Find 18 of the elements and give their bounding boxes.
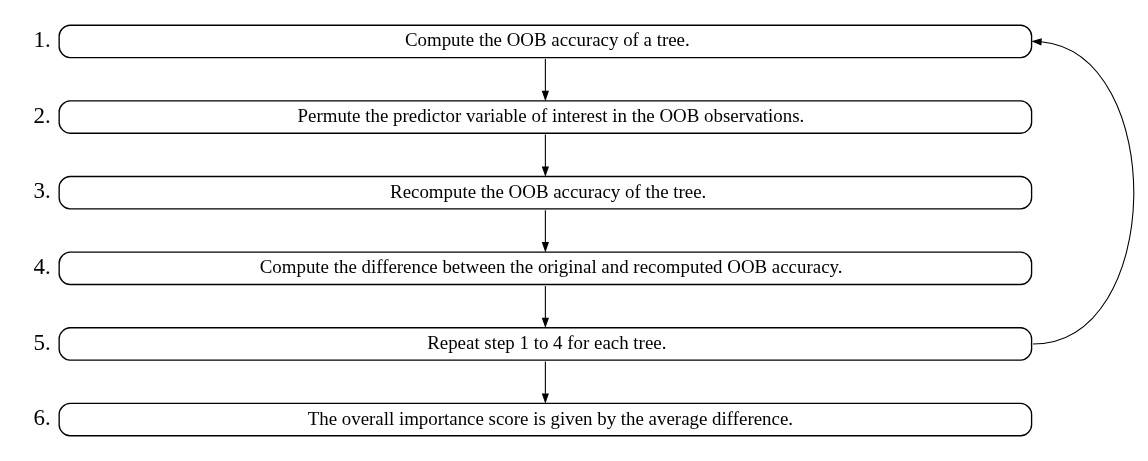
node-label: 6. [33,405,51,431]
arrow [541,58,549,102]
node-box: Permute the predictor variable of interest in the OOB observations. [58,100,1033,134]
arrow [541,285,549,329]
arrow [541,134,549,177]
arrow [1031,38,1135,345]
node-box: Recompute the OOB accuracy of the tree. [58,175,1033,210]
arrow [541,360,549,404]
node-box: Compute the difference between the original and recomputed OOB accuracy. [58,251,1033,286]
node-label: 2. [33,102,51,128]
arrow [541,209,549,253]
node-box: Repeat step 1 to 4 for each tree. [58,327,1033,361]
node-label: 3. [33,178,51,204]
node-label: 1. [33,26,51,52]
node-label: 5. [33,329,51,355]
node-box: The overall importance score is given by the average difference. [58,402,1033,437]
node-box: Compute the OOB accuracy of a tree. [58,24,1033,59]
node-label: 4. [33,253,51,279]
